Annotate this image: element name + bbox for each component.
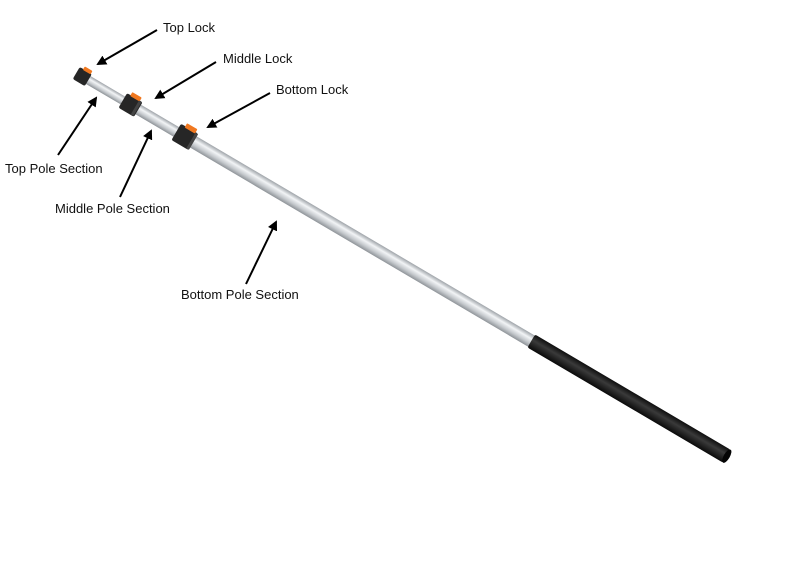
grip-end-cap — [722, 449, 732, 463]
arrow-icon — [245, 220, 278, 285]
grip — [528, 335, 730, 462]
annotation-arrows — [57, 29, 278, 285]
bottom-lock — [172, 123, 199, 150]
label-top-pole-section: Top Pole Section — [5, 161, 103, 176]
bottom-pole-section — [183, 132, 535, 347]
label-bottom-lock: Bottom Lock — [276, 82, 349, 97]
pole — [73, 66, 732, 463]
label-bottom-pole-section: Bottom Pole Section — [181, 287, 299, 302]
label-top-lock: Top Lock — [163, 20, 216, 35]
label-middle-pole-section: Middle Pole Section — [55, 201, 170, 216]
top-pole-section — [82, 74, 136, 111]
arrow-icon — [96, 29, 158, 65]
label-middle-lock: Middle Lock — [223, 51, 293, 66]
arrow-icon — [57, 96, 98, 156]
middle-pole-section — [130, 101, 190, 143]
arrow-icon — [206, 92, 271, 128]
arrow-icon — [154, 61, 217, 100]
arrow-icon — [119, 129, 153, 198]
top-lock — [73, 66, 93, 86]
middle-lock — [119, 92, 142, 117]
